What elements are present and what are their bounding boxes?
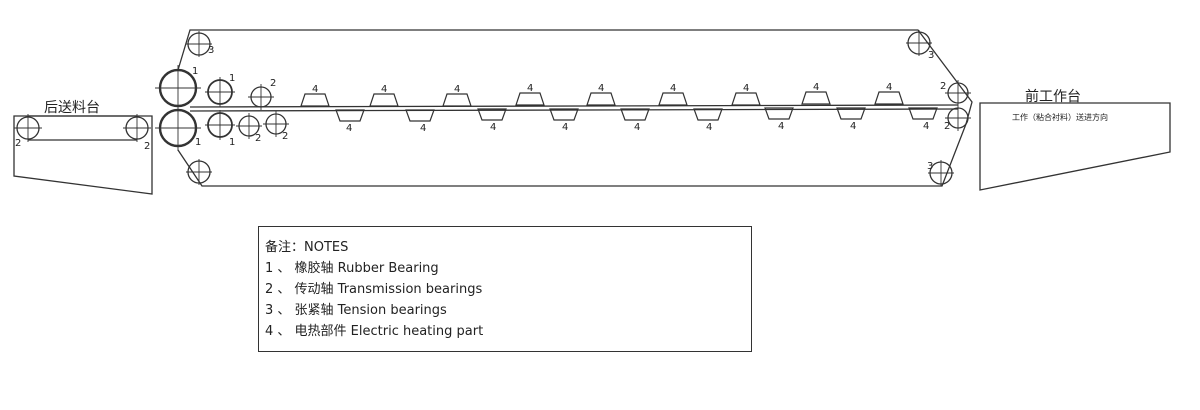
belt-line-lower bbox=[189, 108, 959, 112]
heater-bottom-4 bbox=[549, 108, 579, 121]
callout-heater: 4 bbox=[562, 122, 568, 133]
callout-tension: 3 bbox=[208, 45, 214, 56]
heater-top-8 bbox=[801, 91, 831, 105]
callout-heater: 4 bbox=[420, 123, 426, 134]
front-table-label: 前工作台 bbox=[1025, 88, 1081, 105]
heater-top-1 bbox=[300, 93, 330, 107]
note-tension-bearings: 3 、 张紧轴 Tension bearings bbox=[265, 303, 447, 318]
heater-top-3 bbox=[442, 93, 472, 107]
heater-bottom-6 bbox=[693, 108, 723, 121]
heater-bottom-7 bbox=[764, 107, 794, 120]
callout-heater: 4 bbox=[312, 84, 318, 95]
callout-rubber: 1 bbox=[195, 137, 201, 148]
heater-bottom-3 bbox=[477, 108, 507, 121]
callout-heater: 4 bbox=[670, 83, 676, 94]
belt-line-upper bbox=[189, 104, 959, 108]
callout-heater: 4 bbox=[490, 122, 496, 133]
heater-bottom-2 bbox=[405, 109, 435, 122]
heater-top-4 bbox=[515, 92, 545, 106]
callout-heater: 4 bbox=[813, 82, 819, 93]
heater-top-6 bbox=[658, 92, 688, 106]
heater-bottom-1 bbox=[335, 109, 365, 122]
heater-top-5 bbox=[586, 92, 616, 106]
callout-transmission: 2 bbox=[15, 138, 21, 149]
heater-bottom-9 bbox=[908, 107, 938, 120]
callout-heater: 4 bbox=[886, 82, 892, 93]
front-direction-caption: 工作（粘合衬料）送进方向 bbox=[1012, 112, 1108, 122]
callout-heater: 4 bbox=[346, 123, 352, 134]
callout-tension: 3 bbox=[928, 50, 934, 61]
notes-box: 备注：NOTES 1 、 橡胶轴 Rubber Bearing 2 、 传动轴 … bbox=[258, 226, 752, 352]
callout-heater: 4 bbox=[598, 83, 604, 94]
callout-heater: 4 bbox=[381, 84, 387, 95]
callout-heater: 4 bbox=[850, 121, 856, 132]
crosshair-marks bbox=[14, 30, 971, 186]
callout-transmission: 2 bbox=[282, 131, 288, 142]
callout-transmission: 2 bbox=[144, 141, 150, 152]
callout-rubber: 1 bbox=[229, 137, 235, 148]
machine-frame bbox=[177, 29, 973, 187]
rear-table-label: 后送料台 bbox=[44, 100, 100, 116]
callout-heater: 4 bbox=[923, 121, 929, 132]
callout-rubber: 1 bbox=[192, 66, 198, 77]
callout-heater: 4 bbox=[778, 121, 784, 132]
callout-transmission: 2 bbox=[940, 81, 946, 92]
notes-title: 备注：NOTES bbox=[265, 240, 349, 255]
callout-heater: 4 bbox=[527, 83, 533, 94]
heater-bottom-8 bbox=[836, 107, 866, 120]
callout-transmission: 2 bbox=[270, 78, 276, 89]
heater-top-2 bbox=[369, 93, 399, 107]
callout-rubber: 1 bbox=[229, 73, 235, 84]
callout-heater: 4 bbox=[706, 122, 712, 133]
heater-bottom-5 bbox=[620, 108, 650, 121]
callout-heater: 4 bbox=[454, 84, 460, 95]
note-rubber-bearing: 1 、 橡胶轴 Rubber Bearing bbox=[265, 261, 439, 276]
note-transmission-bearings: 2 、 传动轴 Transmission bearings bbox=[265, 282, 483, 297]
note-electric-heating-part: 4 、 电热部件 Electric heating part bbox=[265, 324, 484, 339]
heater-top-7 bbox=[731, 92, 761, 106]
callout-transmission: 2 bbox=[255, 133, 261, 144]
heater-top-9 bbox=[874, 91, 904, 105]
callout-heater: 4 bbox=[743, 83, 749, 94]
callout-tension: 3 bbox=[927, 161, 933, 172]
front-table bbox=[979, 102, 1171, 191]
callout-transmission: 2 bbox=[944, 121, 950, 132]
callout-heater: 4 bbox=[634, 122, 640, 133]
